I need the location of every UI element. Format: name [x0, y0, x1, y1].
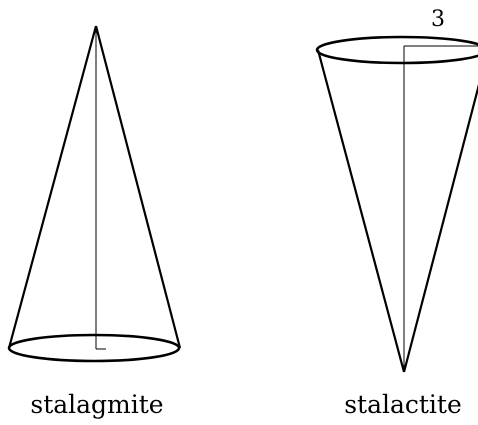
stalactite-left-edge: [316, 49, 406, 373]
stalagmite-cone: [7, 25, 182, 363]
stalactite-label: stalactite: [344, 390, 462, 419]
stalagmite-right-edge: [94, 25, 182, 349]
radius-label: 3: [431, 7, 445, 32]
stalactite-right-edge: [402, 83, 478, 373]
stalagmite-left-edge: [7, 25, 98, 349]
stalactite-cone: [315, 35, 478, 373]
stalactite-top: [315, 35, 478, 65]
stalagmite-base: [7, 333, 181, 363]
stalagmite-label: stalagmite: [30, 390, 163, 419]
